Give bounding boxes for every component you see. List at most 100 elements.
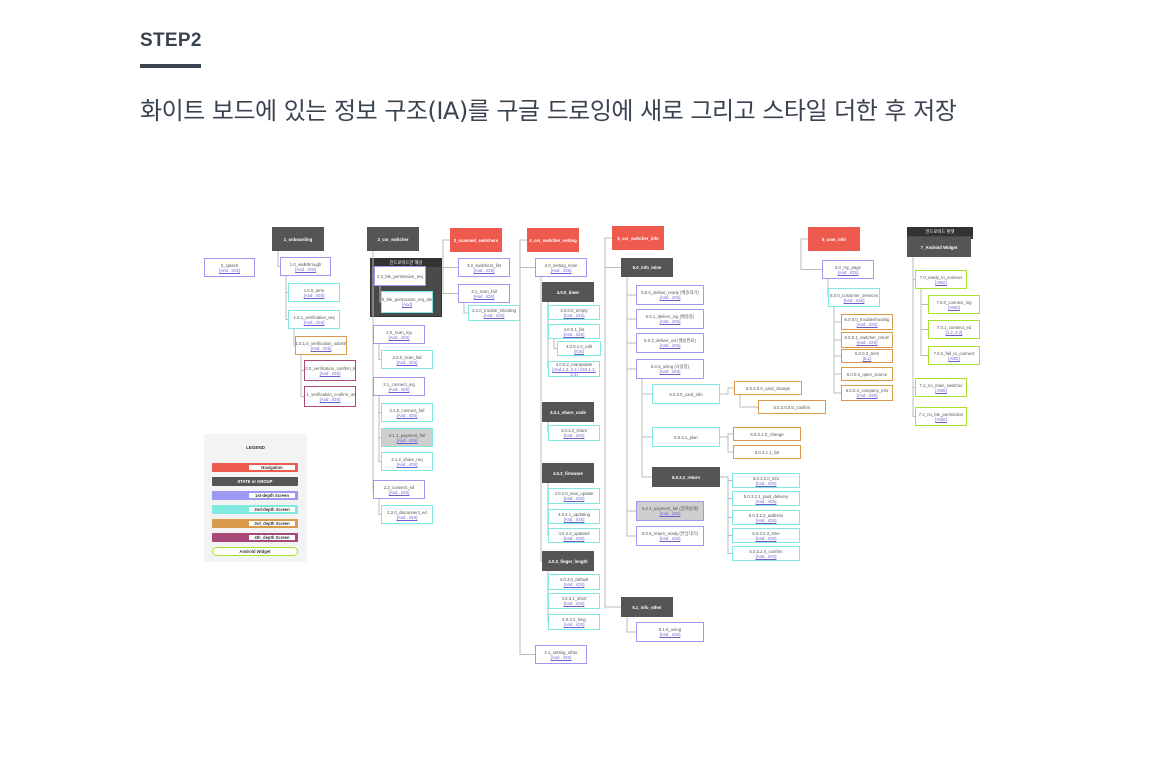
node-label: 1.0.1.0.0_verification_confirm_known xyxy=(305,365,356,371)
node-label: 6.0.0.0_troubleshooting xyxy=(844,317,890,322)
connector-line xyxy=(626,277,636,512)
node-platform: [And . iOS] xyxy=(319,370,341,376)
node-label: 4.0.0.1.0_edit xyxy=(565,343,593,349)
node-label: 3.1.0_trouble_shooting xyxy=(472,308,516,313)
node-label: 4.0.2_firmware xyxy=(553,470,583,476)
node-4-0-2-0-new-update: 4.0.2.0_new_update[And . iOS] xyxy=(548,488,600,504)
node-label: 2_csr_switcher xyxy=(377,236,409,242)
node-label: 4.0.3.1_short xyxy=(561,596,587,601)
node-4-0-0-timer: 4.0.0_timer xyxy=(542,282,594,302)
node-platform: [And . iOS] xyxy=(396,437,418,443)
node-label: 2.3.0_ble_permission_req_denied xyxy=(381,297,432,302)
connector-line xyxy=(833,307,841,323)
connector-line xyxy=(378,499,381,515)
legend-item-nav: Navigation xyxy=(212,463,298,472)
node-platform: (ILL) xyxy=(862,356,872,361)
node-platform: [And . iOS] xyxy=(563,331,585,337)
node-label: 5.0.0_deliver_ready (배송대기) xyxy=(641,290,699,295)
connector-line xyxy=(641,379,652,395)
node-label: 1.0.0_term xyxy=(303,287,325,293)
node-label: 3.1_scan_fail xyxy=(471,288,497,294)
node-platform: [And . iOS] xyxy=(310,345,332,351)
node-6-0-0-3-open-source: 6.0.0.3_open_source xyxy=(841,367,893,381)
connector-line xyxy=(800,238,822,270)
node-6-0-0-customer-services: 6.0.0_customer_services[And . iOS] xyxy=(828,288,880,307)
node-label: 5.0.3.2_return xyxy=(672,474,700,480)
node-5-0-3-2-4-confirm: 5.0.3.2.4_confirm[And . iOS] xyxy=(732,546,800,561)
node-label: 2.1.0_connect_fail xyxy=(389,407,425,413)
legend-item-state: STATE or GROUP xyxy=(212,477,298,486)
node-label: 6.0.0_customer_services xyxy=(830,292,878,298)
node-label: 1.0.1_verification_req xyxy=(293,314,335,320)
node-platform: [And . iOS] xyxy=(563,582,585,587)
node-label: 7.0_ready_to_connect xyxy=(919,274,963,280)
connector-line xyxy=(641,379,652,478)
node-label: 4.0.2.2_updated xyxy=(558,530,590,536)
node-platform: [AND] xyxy=(948,355,960,361)
node-label: 5.0.3_using (사용중) xyxy=(650,364,690,369)
node-4-0-2-2-updated: 4.0.2.2_updated[And . iOS] xyxy=(548,528,600,543)
node-5-0-info-mine: 5.0_info_mine xyxy=(621,258,673,277)
legend-label: STATE or GROUP xyxy=(237,479,273,484)
node-label: 4.0.0.2_manipulate xyxy=(555,361,593,367)
node-5-0-3-2-3-time: 5.0.3.2.3_time[And . iOS] xyxy=(732,528,800,543)
connector-line xyxy=(463,303,468,314)
node-4-0-setting-mine: 4.0_setting_mine[And . iOS] xyxy=(535,258,587,277)
legend-item-d2: 2nd-depth Screen xyxy=(212,505,298,514)
connector-line xyxy=(626,277,636,537)
node-platform: [And . iOS] xyxy=(659,319,681,324)
node-platform: [And] xyxy=(401,302,413,307)
node-label: 5.0.3.1.0_change xyxy=(750,431,784,437)
connector-line xyxy=(442,239,458,294)
node-3-1-0-trouble-shooting: 3.1.0_trouble_shooting[And . iOS] xyxy=(468,305,520,321)
node-5-1-info-other: 5.1_info_other xyxy=(621,597,673,617)
node-2-0-scan-ing: 2.0_scan_ing[And . iOS] xyxy=(373,325,425,344)
node-1-0-1-0-verification-submit: 1.0.1.0_verification_submit[And . iOS] xyxy=(295,336,347,355)
legend-label: Navigation xyxy=(249,465,295,470)
node-platform: [And . iOS] xyxy=(659,295,681,300)
connector-line xyxy=(720,436,733,453)
node-platform: [iOS] xyxy=(574,348,584,354)
node-platform: [And . iOS] xyxy=(755,480,777,486)
node-6-0-0-0-troubleshooting: 6.0.0.0_troubleshooting[And . iOS] xyxy=(841,314,893,330)
node-label: 4.1_setting_other xyxy=(544,649,578,655)
node-label: 6_user_info xyxy=(821,236,847,242)
node-7-0-1-connect-ed: 7.0.1_connect_ed[1.2, 2.2] xyxy=(928,320,980,339)
node-label: 6.0.0.3_open_source xyxy=(846,371,888,377)
legend-item-d3: 3rd_depth Screen xyxy=(212,519,298,528)
node-platform: [And . iOS] xyxy=(856,322,878,327)
connector-line xyxy=(833,307,841,341)
node-5-0-5-return-ready: 5.0.5_return_ready (반납대기)[And . iOS] xyxy=(636,526,704,546)
node-platform: [And . iOS] xyxy=(550,654,572,660)
node-label: 0_splash xyxy=(220,262,239,268)
node-5-0-0-deliver-ready: 5.0.0_deliver_ready (배송대기)[And . iOS] xyxy=(636,285,704,305)
connector-line xyxy=(378,344,381,360)
node-5-1-0-using: 5.1.0_using[And . iOS] xyxy=(636,622,704,642)
legend-item-d4: 4th_depth Screen xyxy=(212,533,298,542)
connector-line xyxy=(720,476,732,536)
connector-line xyxy=(626,277,636,370)
node-label: 4.0.3.2_long xyxy=(562,617,586,622)
node-5-0-3-2-0-info: 5.0.3.2.0_info[And . iOS] xyxy=(732,473,800,488)
node-label: 5.0.3.0.0_card_change xyxy=(746,385,790,391)
node-label: 2.3_ble_permission_req xyxy=(377,273,423,279)
node-platform: [And 1.2, 2.2 / iOS 1.2, 2.2] xyxy=(552,366,596,377)
node-platform: [And . iOS] xyxy=(659,343,681,348)
node-platform: [AND] xyxy=(935,387,947,393)
node-platform: [And . iOS] xyxy=(473,293,495,299)
connector-line xyxy=(277,251,280,267)
node-label: 5.0.1_deliver_ing (배송중) xyxy=(645,314,695,319)
node-0-splash: 0_splash[And . iOS] xyxy=(204,258,255,277)
node-platform: [And . iOS] xyxy=(473,267,495,273)
node-platform: [And . iOS] xyxy=(303,292,325,298)
connector-line xyxy=(641,379,652,438)
legend-item-widget: Android Widget xyxy=(212,547,298,556)
node-label: 5.1.0_using xyxy=(658,627,682,632)
node-7-2-no-ble-permission: 7.2_no_ble_permission[AND] xyxy=(915,407,967,426)
node-5-0-3-0-card-info: 5.0.3.0_card_info xyxy=(652,384,720,404)
node-platform: [AND] xyxy=(935,416,947,422)
node-platform: [And . iOS] xyxy=(755,498,777,504)
node-label: 5.0.3.1.1_list xyxy=(754,449,780,455)
